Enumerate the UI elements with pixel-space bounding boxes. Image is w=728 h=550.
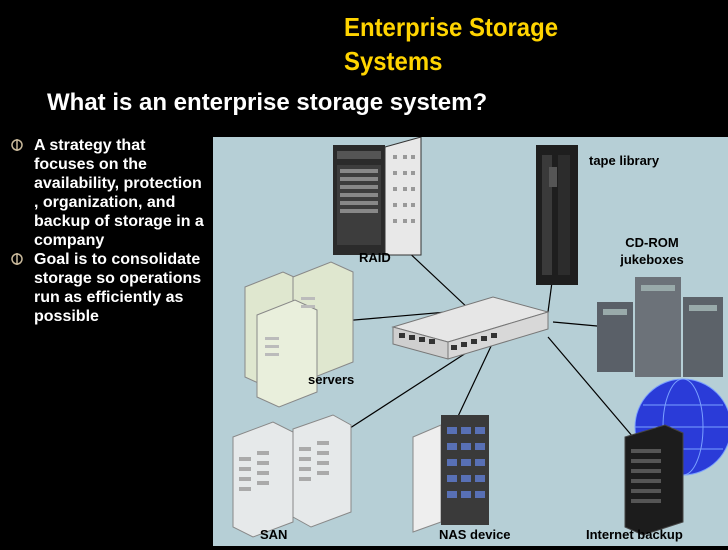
network-switch-icon — [393, 297, 548, 359]
tape-library-icon — [536, 145, 578, 285]
servers-label: servers — [308, 372, 354, 387]
bullet-item: Goal is to consolidate storage so operat… — [10, 250, 210, 326]
slide-subtitle: What is an enterprise storage system? — [47, 89, 487, 117]
internet-backup-icon — [625, 379, 728, 535]
storage-diagram: tape library RAID CD-ROM jukeboxes serve… — [213, 137, 728, 546]
cdrom-label: CD-ROM jukeboxes — [613, 234, 691, 268]
raid-label: RAID — [359, 250, 391, 265]
bullet-icon — [10, 252, 24, 266]
bullet-icon — [10, 138, 24, 152]
san-icon — [233, 415, 351, 537]
bullet-text: A strategy that focuses on the availabil… — [34, 137, 204, 249]
san-label: SAN — [260, 527, 287, 542]
internet-backup-label: Internet backup — [586, 527, 683, 542]
tape-library-label: tape library — [589, 153, 659, 168]
nas-device-icon — [413, 415, 489, 532]
raid-icon — [333, 137, 421, 255]
nas-label: NAS device — [439, 527, 511, 542]
bullet-item: A strategy that focuses on the availabil… — [10, 136, 210, 250]
bullet-text: Goal is to consolidate storage so operat… — [34, 251, 201, 325]
cdrom-jukebox-icon — [597, 277, 723, 377]
bullet-list: A strategy that focuses on the availabil… — [10, 136, 210, 326]
diagram-canvas — [213, 137, 728, 546]
slide-title: Enterprise Storage Systems — [344, 10, 620, 78]
